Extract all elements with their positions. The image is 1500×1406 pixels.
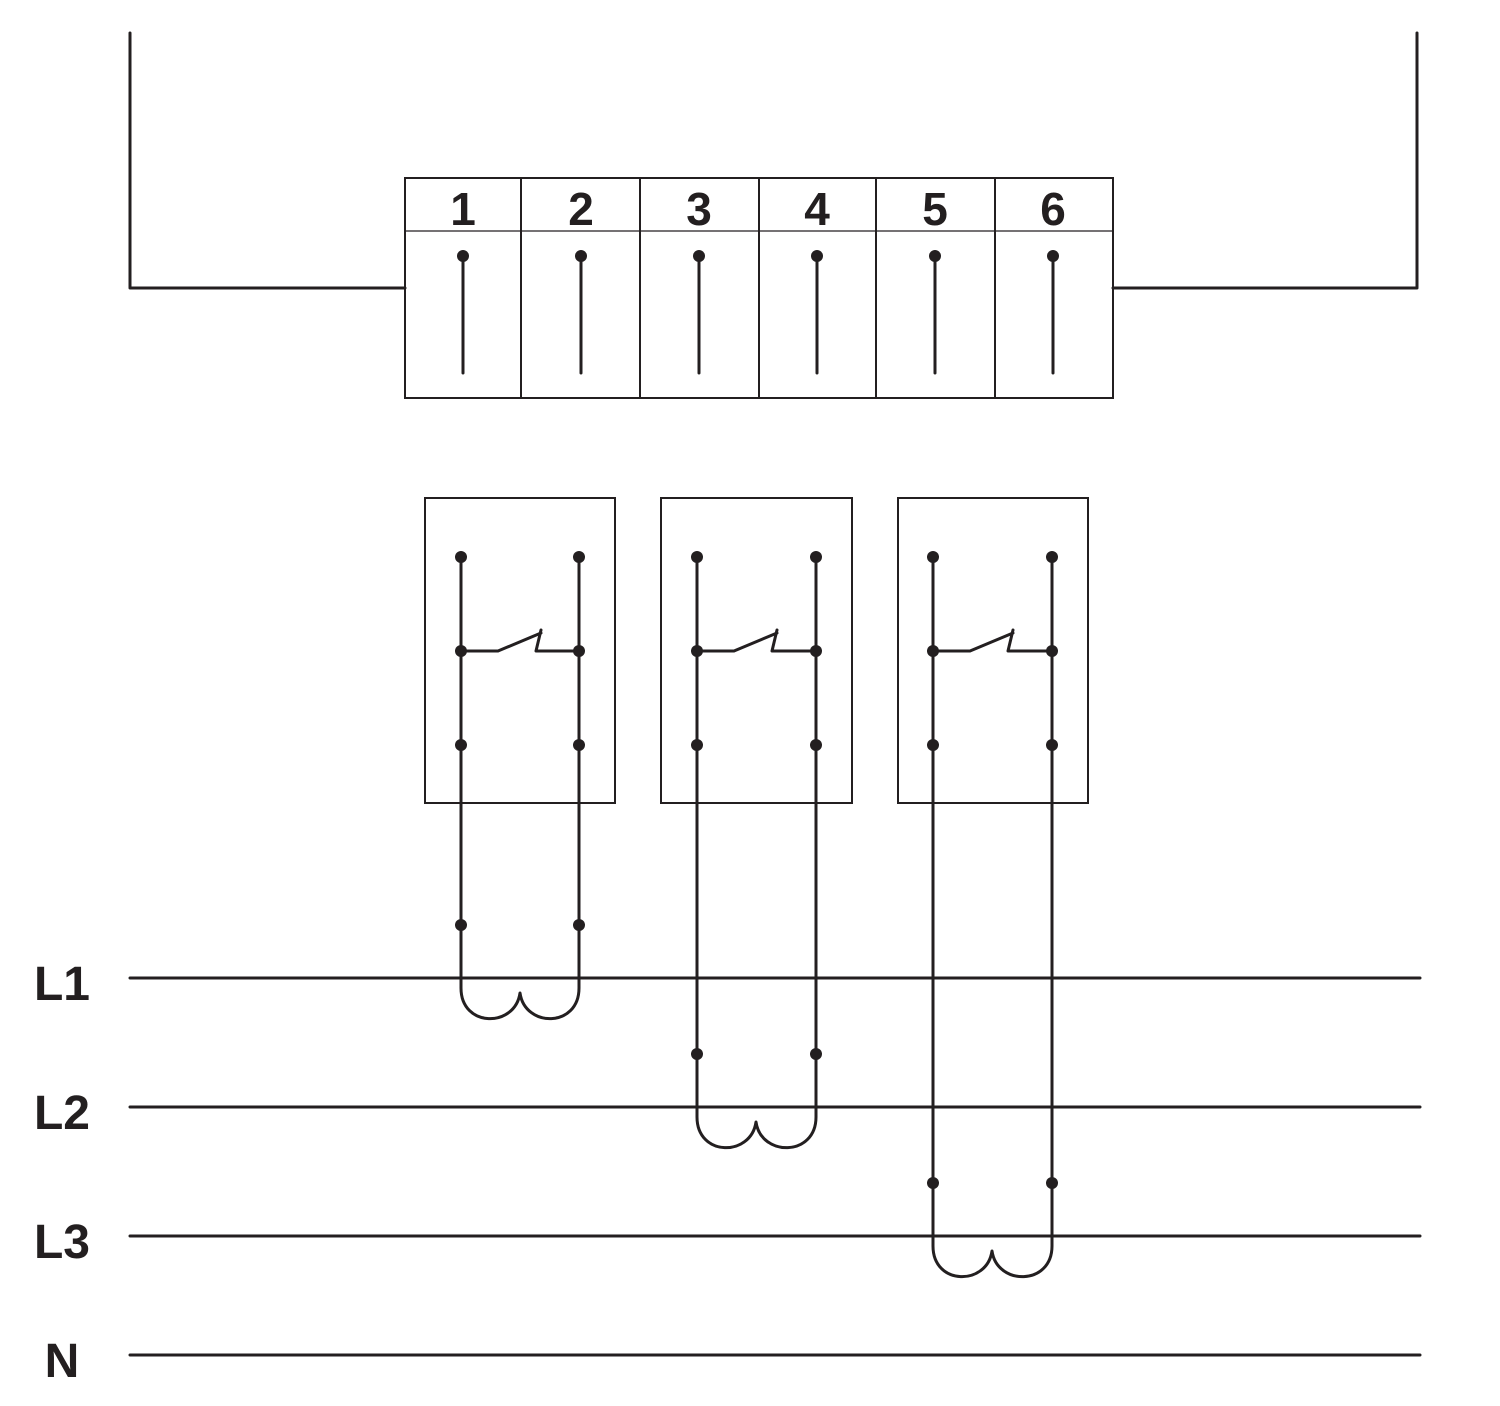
terminal-number: 5 [922, 183, 948, 235]
current-transformer-1 [424, 497, 616, 1021]
terminal-5: 5 [922, 183, 948, 375]
switch-contact-arm [459, 631, 543, 653]
conductors: L1 L2 L3 N [34, 958, 1422, 1388]
transformer-housing [897, 497, 1089, 804]
switch-contact-fixed [1006, 628, 1054, 653]
switch-contact-arm [931, 631, 1015, 653]
terminal-number: 6 [1040, 183, 1066, 235]
terminal-2: 2 [568, 183, 594, 375]
terminal-3: 3 [686, 183, 712, 375]
switch-contact-arm [695, 631, 779, 653]
transformer-coil [695, 1105, 818, 1150]
current-transformer-3 [897, 497, 1089, 1279]
terminal-1: 1 [450, 183, 476, 375]
terminal-block: 1 2 3 4 5 6 [404, 177, 1114, 399]
conductor-label-n: N [45, 1335, 80, 1388]
current-transformer-2 [660, 497, 853, 1150]
transformer-housing [660, 497, 853, 804]
terminal-number: 2 [568, 183, 594, 235]
terminal-number: 1 [450, 183, 476, 235]
transformer-coil [459, 976, 581, 1021]
terminal-4: 4 [804, 183, 830, 375]
conductor-label-l3: L3 [34, 1216, 90, 1269]
transformer-housing [424, 497, 616, 804]
transformer-coil [931, 1234, 1054, 1279]
conductor-label-l2: L2 [34, 1087, 90, 1140]
conductor-label-l1: L1 [34, 958, 90, 1011]
switch-contact-fixed [770, 628, 818, 653]
terminal-number: 3 [686, 183, 712, 235]
switch-contact-fixed [534, 628, 581, 653]
device-housing-outline [128, 31, 1419, 290]
terminal-number: 4 [804, 183, 830, 235]
terminal-6: 6 [1040, 183, 1066, 375]
